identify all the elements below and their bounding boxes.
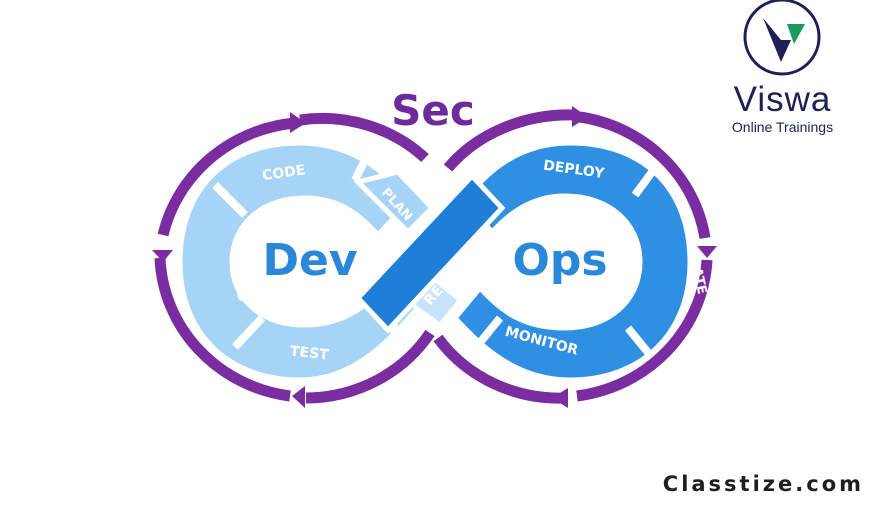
- brand-tagline: Online Trainings: [731, 119, 834, 135]
- outer-purple-ring: [152, 106, 717, 408]
- viswa-logo: Viswa Online Trainings: [695, 0, 870, 150]
- segment-test: TEST: [289, 343, 330, 363]
- release-band: [354, 172, 506, 334]
- v-checkmark-icon: [743, 0, 821, 76]
- watermark: Classtize.com: [662, 472, 864, 496]
- sec-word: Sec: [391, 86, 475, 135]
- segment-code: CODE: [261, 162, 306, 184]
- dev-word: Dev: [262, 235, 357, 286]
- right-lobe: [451, 140, 693, 383]
- ops-word: Ops: [512, 235, 607, 286]
- brand-name: Viswa: [733, 80, 832, 119]
